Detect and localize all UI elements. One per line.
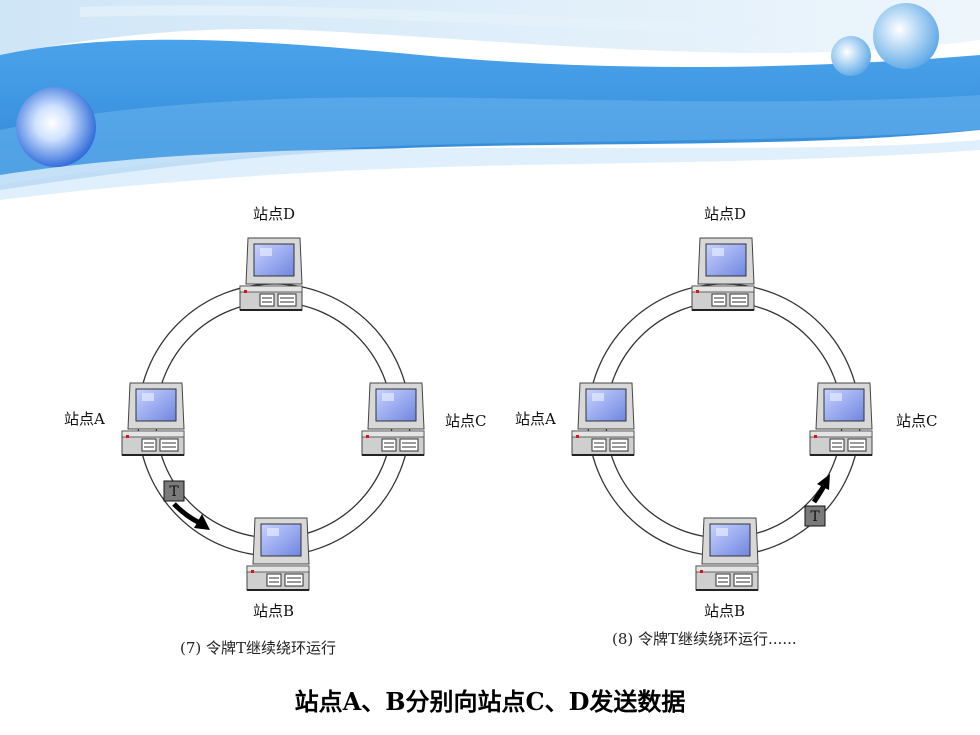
station-b-label: 站点B <box>704 602 746 620</box>
station-a-label: 站点A <box>515 410 556 428</box>
ring-diagram-8: T <box>571 237 873 591</box>
decorative-orb-right <box>873 3 939 69</box>
token-label: T <box>810 509 820 525</box>
station-b-label: 站点B <box>253 602 295 620</box>
ring-inner <box>155 301 393 539</box>
computer-icon-station-d <box>691 237 755 311</box>
slide-title: 站点A、B分别向站点C、D发送数据 <box>294 687 686 716</box>
banner-decoration <box>0 0 980 200</box>
token-label: T <box>169 484 179 500</box>
computer-icon-station-a <box>121 382 185 456</box>
token-arrow <box>172 502 200 525</box>
decorative-orb-small <box>831 36 871 76</box>
diagram-caption: (7) 令牌T继续绕环运行 <box>180 639 337 657</box>
station-d-label: 站点D <box>704 205 747 223</box>
station-d-label: 站点D <box>253 205 296 223</box>
computer-icon-station-b <box>695 517 759 591</box>
diagram-caption: (8) 令牌T继续绕环运行...... <box>612 630 797 648</box>
computer-icon-station-a <box>571 382 635 456</box>
station-c-label: 站点C <box>896 412 938 430</box>
computer-icon-station-b <box>246 517 310 591</box>
computer-icon-station-c <box>809 382 873 456</box>
station-c-label: 站点C <box>445 412 487 430</box>
decorative-orb-large <box>16 87 96 167</box>
ring-inner <box>605 301 843 539</box>
ring-diagram-7: T <box>121 237 425 591</box>
token-box <box>804 505 826 527</box>
computer-icon-station-d <box>239 237 303 311</box>
station-a-label: 站点A <box>64 410 105 428</box>
token-arrowhead <box>194 514 210 530</box>
computer-icon-station-c <box>361 382 425 456</box>
token-box <box>163 480 185 502</box>
token-arrowhead <box>817 474 830 490</box>
